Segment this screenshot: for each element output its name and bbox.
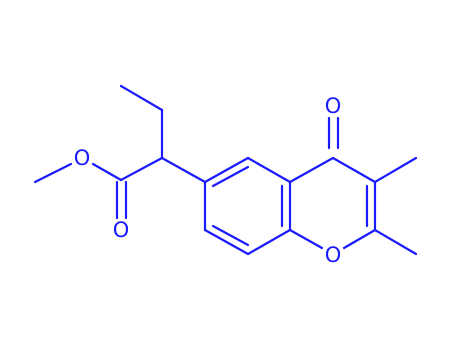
bond-benzene-5-inner <box>211 224 250 247</box>
atom-label-ring-oxygen: O <box>325 243 342 267</box>
bond-pyranone-c2-o <box>342 228 377 250</box>
bond-pyranone-c4-c3 <box>331 156 377 184</box>
bond-benzene-4 <box>246 228 292 256</box>
bond-methyl-to-ester-oxygen <box>33 162 73 184</box>
bond-ester-oxygen-to-carbonyl <box>91 162 123 182</box>
bond-benzene-5 <box>203 228 250 256</box>
bond-benzene-1 <box>203 156 250 184</box>
bond-carbonyl-to-alpha <box>119 156 164 182</box>
bond-c2-methyl <box>373 228 418 256</box>
bond-pyranone-o-c8a <box>288 228 324 250</box>
bond-c3-methyl <box>373 156 418 184</box>
atom-label-carbonyl-oxygen: O <box>113 218 130 242</box>
bond-ch2-to-ch3 <box>119 84 164 112</box>
atom-label-ketone-oxygen: O <box>325 94 342 118</box>
bond-benzene-2 <box>246 156 292 184</box>
bond-benzene-1-inner <box>211 165 250 188</box>
atom-label-ester-oxygen: O <box>74 146 91 170</box>
bond-alpha-to-ring <box>160 156 207 184</box>
bond-pyranone-c4a-c4 <box>288 156 335 184</box>
